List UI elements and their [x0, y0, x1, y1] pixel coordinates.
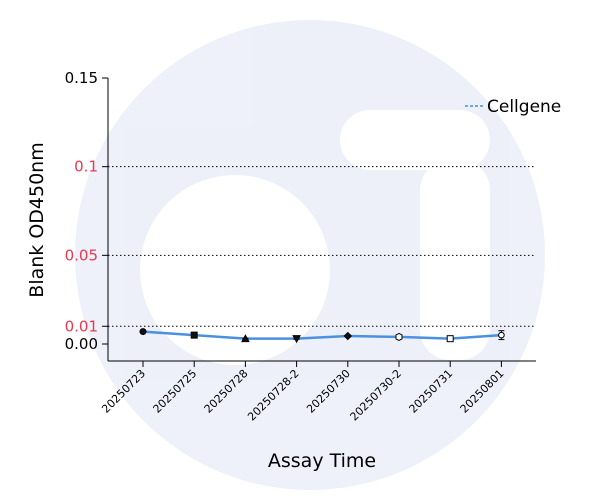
- x-axis-title: Assay Time: [268, 450, 376, 472]
- gridlines: [108, 166, 536, 327]
- data-point: [292, 335, 301, 344]
- data-point: [241, 334, 250, 343]
- y-tick-label: 0.15: [65, 69, 98, 87]
- data-point: [190, 331, 198, 339]
- y-tick-label: 0.1: [74, 158, 98, 176]
- legend: Cellgene: [465, 97, 561, 117]
- watermark-logo: [75, 20, 545, 490]
- y-tick-label: 0.01: [65, 317, 98, 335]
- y-tick-label: 0.00: [65, 335, 98, 353]
- data-point: [498, 331, 505, 339]
- data-point: [139, 328, 147, 336]
- y-axis: 0.15 0.1 0.05 0.010.00: [65, 69, 108, 353]
- data-point: [446, 335, 454, 343]
- data-point: [343, 331, 353, 341]
- y-axis-title: Blank OD450nm: [26, 142, 48, 297]
- data-point: [395, 332, 403, 341]
- y-tick-label: 0.05: [65, 246, 98, 264]
- series-cellgene: [139, 328, 505, 344]
- series-line: [142, 330, 502, 340]
- legend-label: Cellgene: [487, 97, 561, 117]
